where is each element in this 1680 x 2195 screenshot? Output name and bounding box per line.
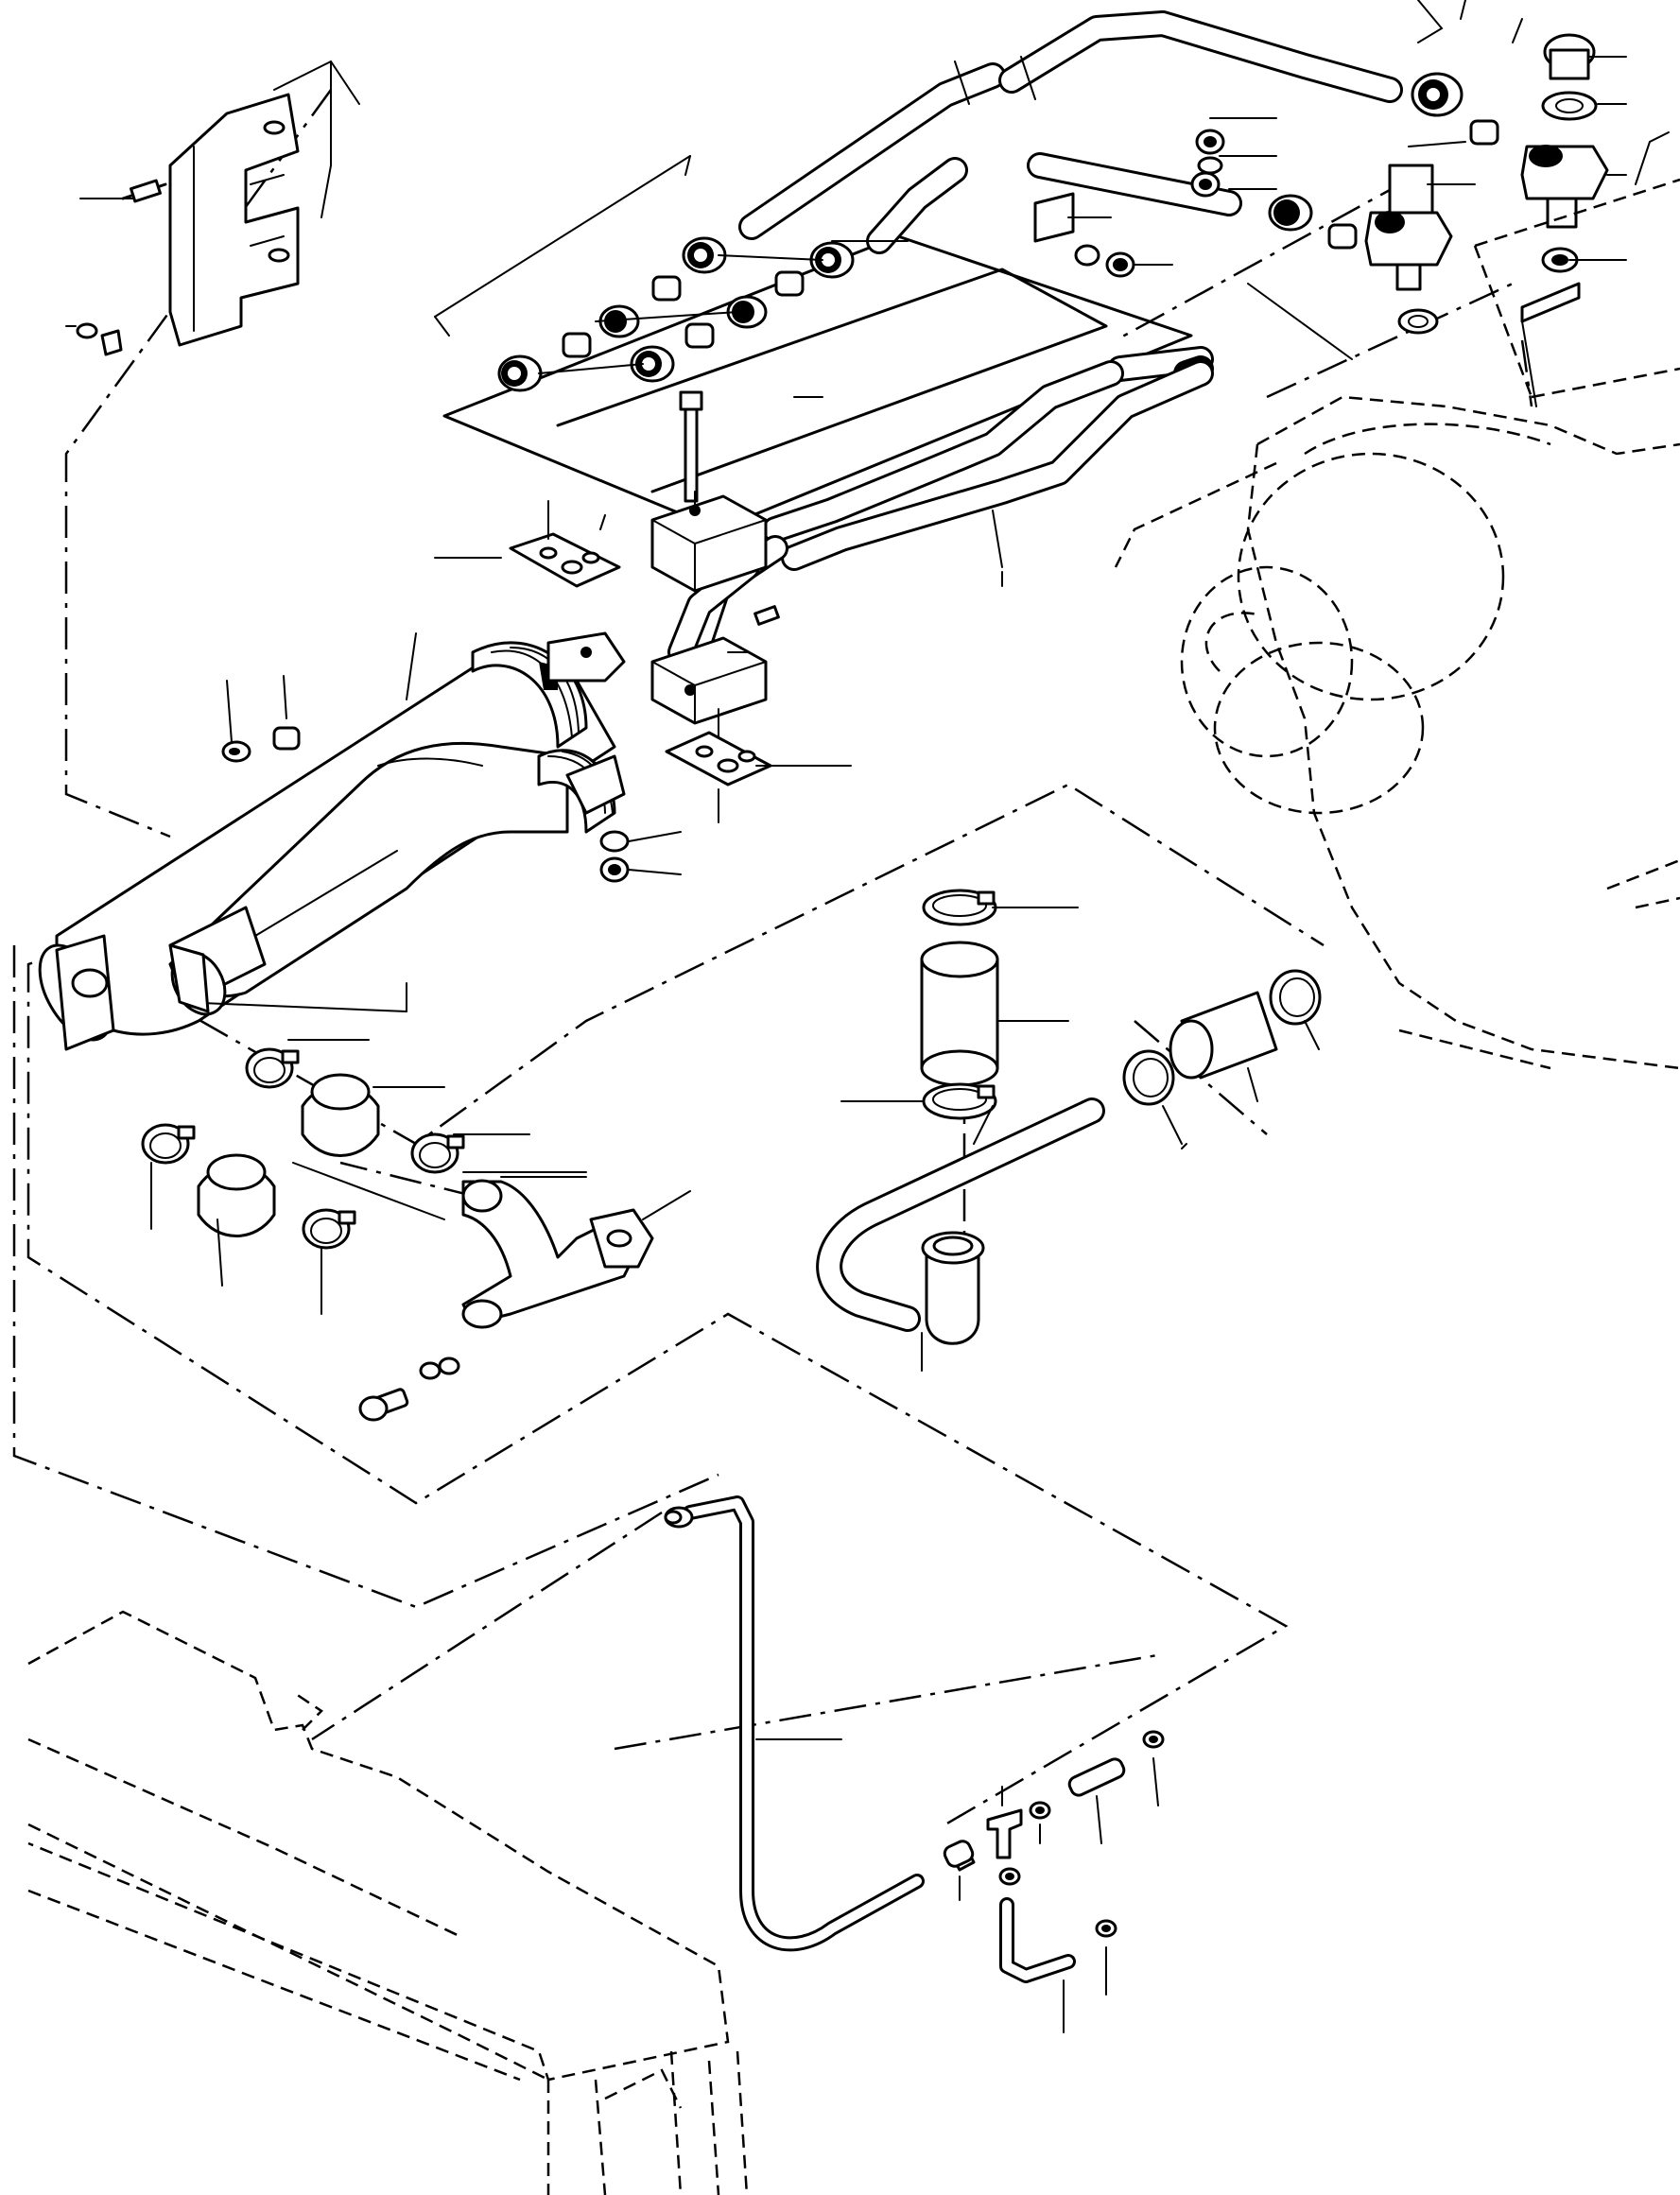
elbow-bolts: [358, 1357, 460, 1422]
fittings-tray: [434, 155, 1193, 531]
transmission-housing: [1114, 178, 1680, 1070]
radiator-frame: [27, 1610, 749, 2195]
fittings-nuts: [497, 236, 855, 392]
spacer-plates: [509, 500, 772, 823]
upper-pipe-assembly: [650, 360, 1214, 725]
upper-tubes: [738, 10, 1403, 387]
right-fittings: [1033, 0, 1670, 407]
exhaust-connection-parts: [141, 1047, 691, 1329]
mounting-bracket: [76, 60, 360, 356]
leader-lines: [65, 56, 1627, 1740]
drain-tube-assembly: [664, 1495, 1165, 2033]
coolant-hose-assembly: [816, 889, 1322, 1372]
exhaust-pipe: [168, 741, 626, 1016]
bracket-hardware: [55, 675, 682, 1051]
